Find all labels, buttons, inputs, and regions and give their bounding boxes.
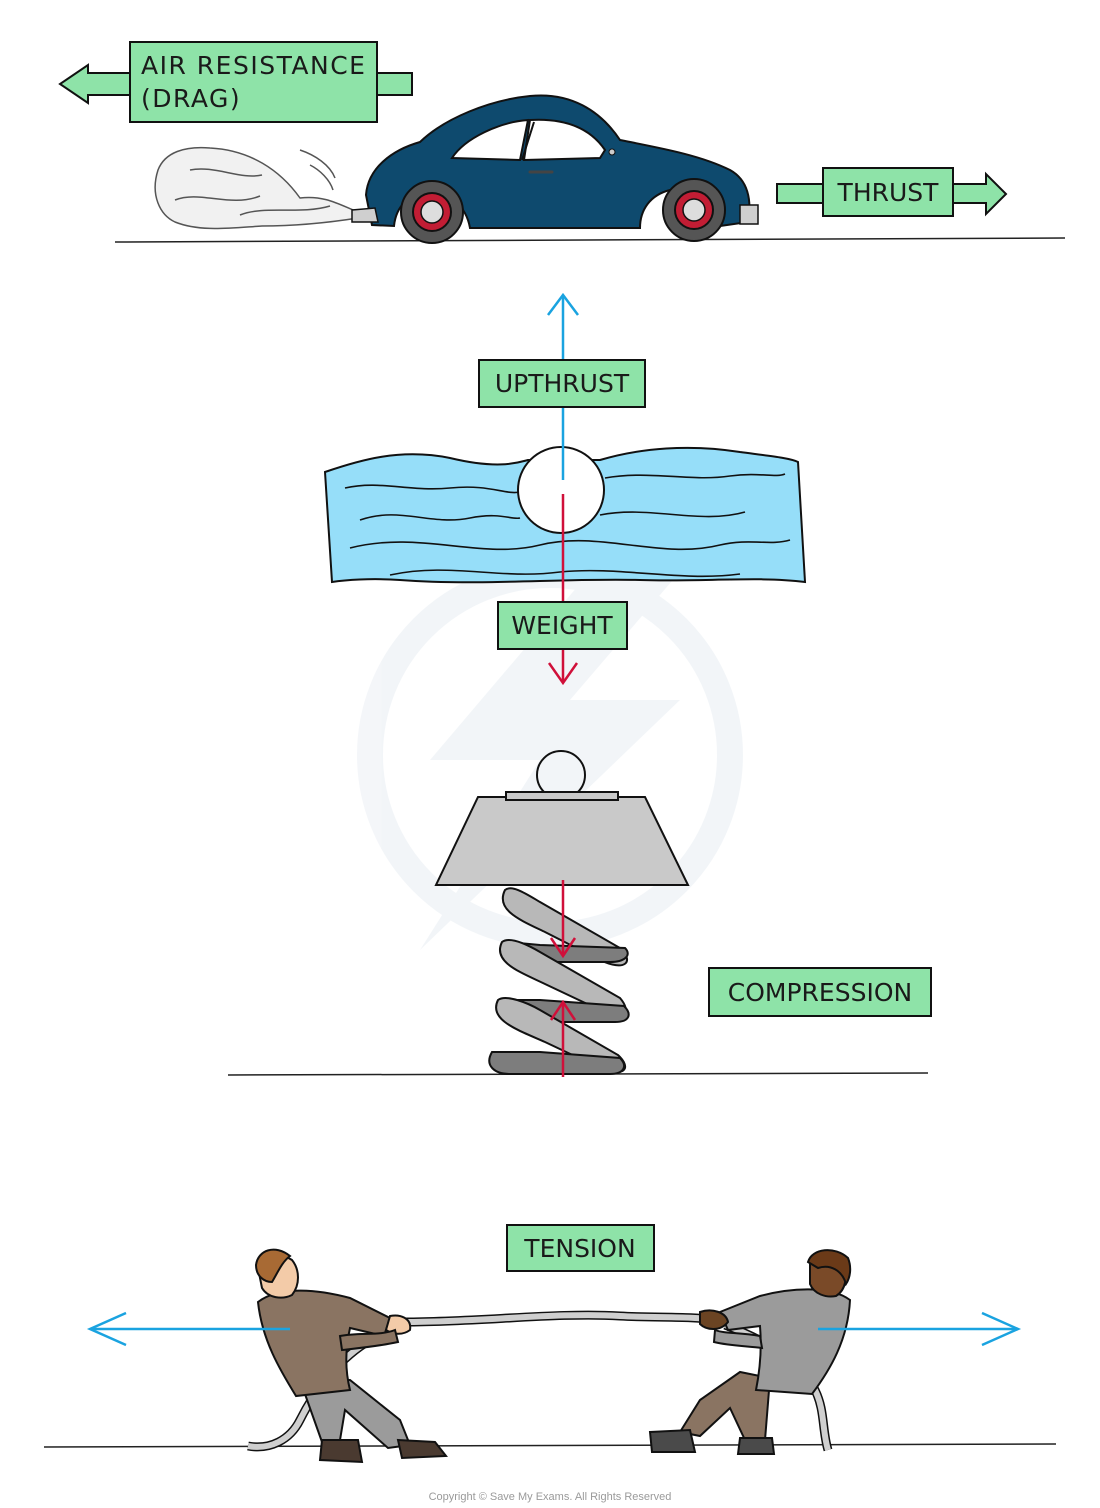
weight-label: WEIGHT	[497, 601, 628, 650]
thrust-label-text: THRUST	[837, 178, 940, 207]
road-line	[114, 237, 1066, 243]
air-resistance-label: AIR RESISTANCE (DRAG)	[129, 41, 378, 123]
ground-line-tug	[43, 1443, 1057, 1448]
car-front-wheel	[662, 178, 726, 242]
right-person	[648, 1249, 852, 1455]
compression-down-arrow	[549, 880, 577, 959]
compression-up-arrow	[549, 999, 577, 1077]
left-person	[254, 1248, 448, 1464]
car-rear-wheel	[400, 180, 464, 244]
weight-arrow	[547, 494, 579, 686]
car	[351, 94, 759, 244]
air-resistance-label-line2: (DRAG)	[141, 84, 241, 113]
tension-left-arrow	[86, 1311, 290, 1347]
tension-label-text: TENSION	[523, 1234, 635, 1263]
copyright-notice: Copyright © Save My Exams. All Rights Re…	[428, 1491, 672, 1503]
mass-block	[434, 750, 690, 886]
floating-section: UPTHRUST WEIGHT	[323, 292, 807, 686]
compression-label-text: COMPRESSION	[728, 978, 912, 1007]
tension-label: TENSION	[506, 1224, 655, 1272]
tension-section: TENSION	[43, 1224, 1057, 1464]
upthrust-label: UPTHRUST	[478, 359, 646, 408]
thrust-label: THRUST	[822, 167, 954, 217]
air-resistance-label-line1: AIR RESISTANCE	[141, 51, 366, 80]
compression-label: COMPRESSION	[708, 967, 932, 1017]
compression-section: COMPRESSION	[227, 750, 932, 1077]
car-section: AIR RESISTANCE (DRAG) THRUST	[58, 41, 1066, 244]
floating-ball	[517, 446, 605, 534]
upthrust-label-text: UPTHRUST	[495, 369, 630, 398]
tension-right-arrow	[818, 1311, 1022, 1347]
exhaust-smoke	[154, 146, 359, 230]
weight-label-text: WEIGHT	[511, 611, 613, 640]
